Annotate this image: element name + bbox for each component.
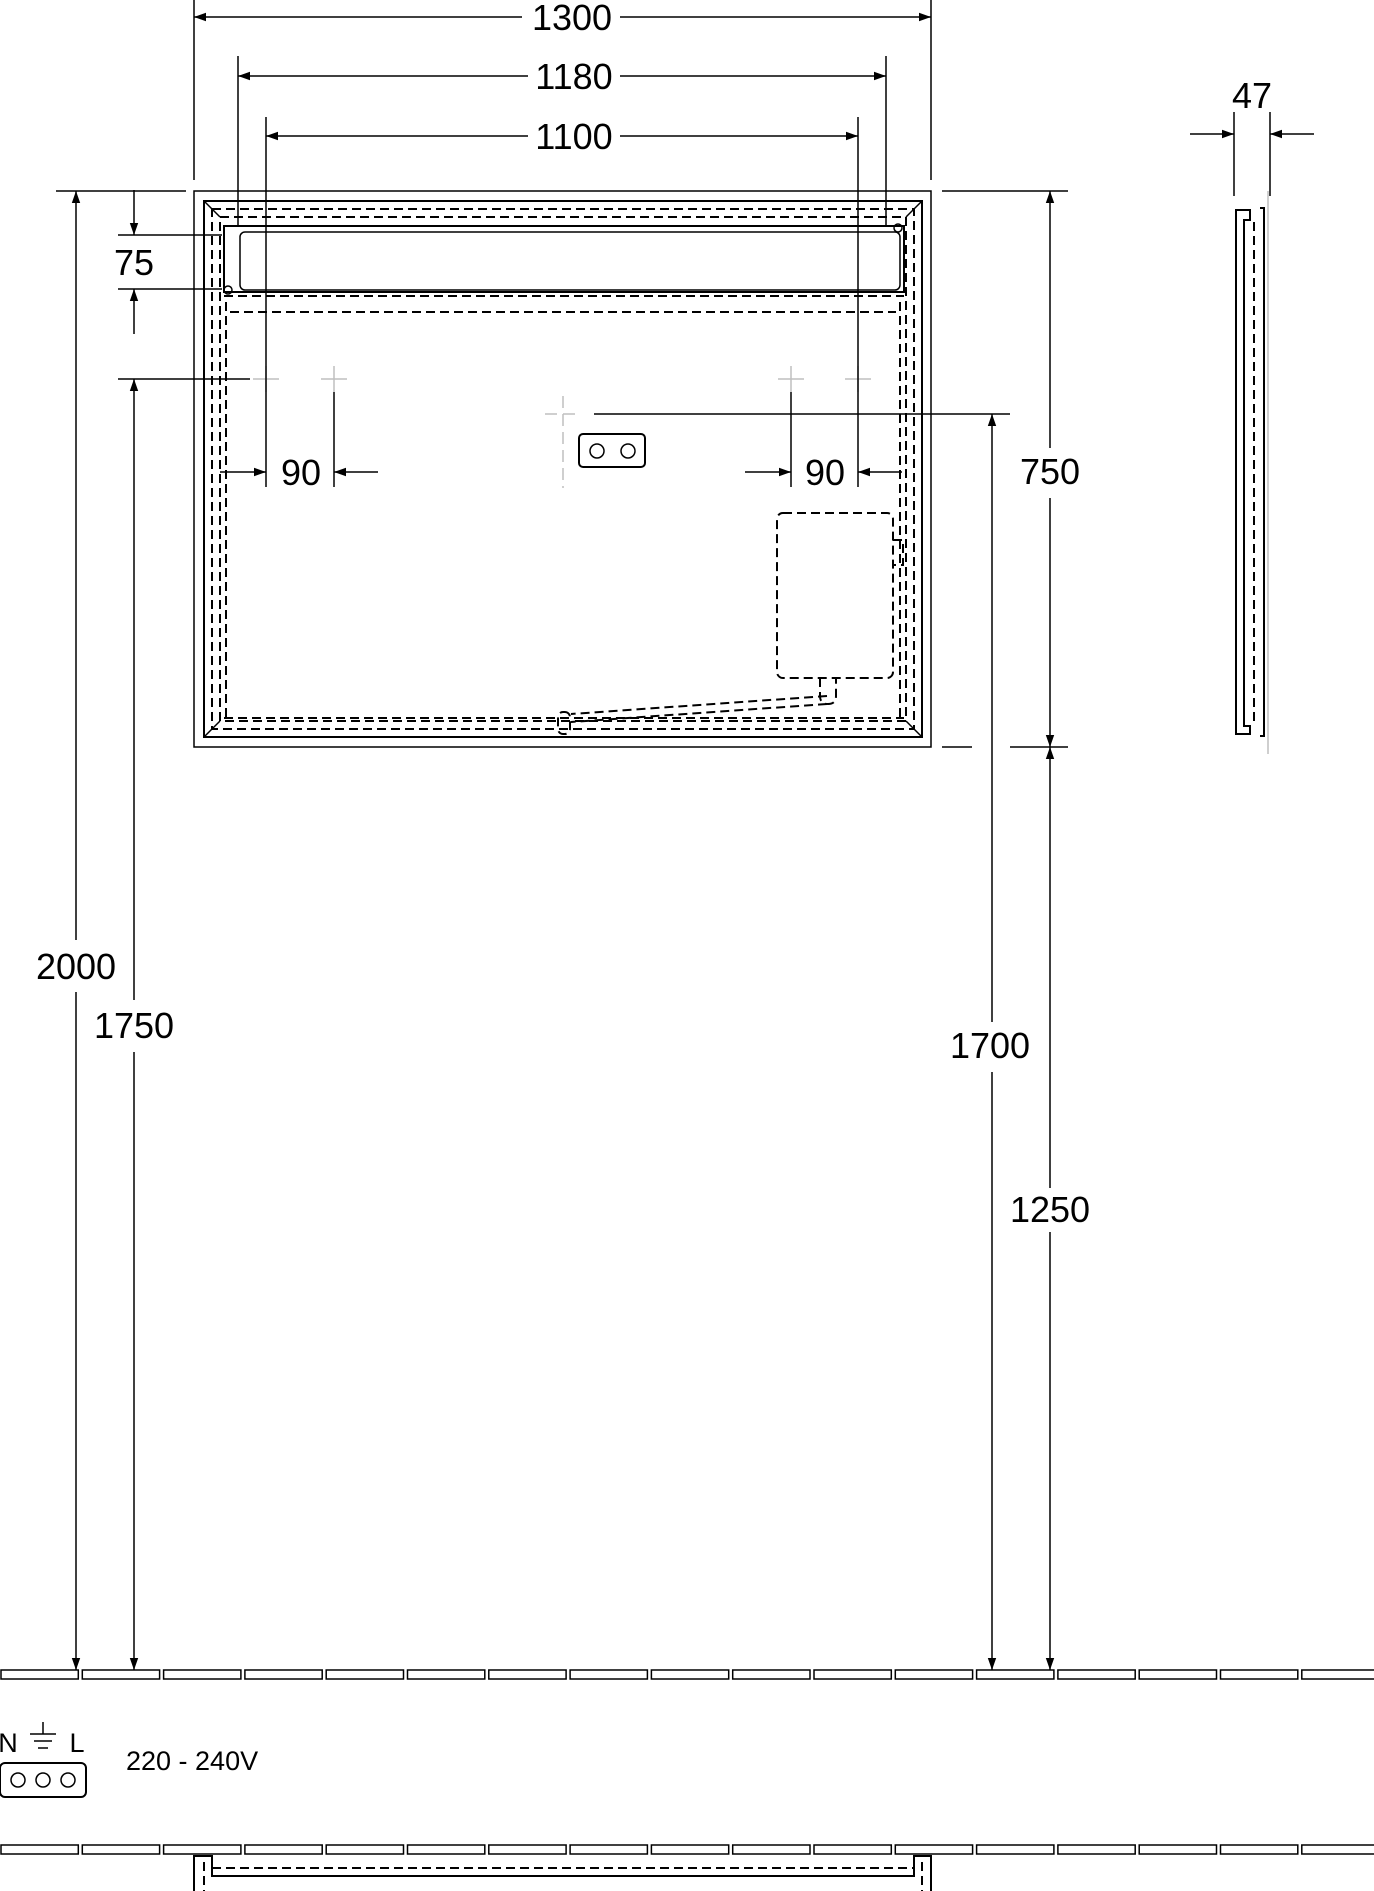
floor-tile [1138,1669,1218,1680]
width-inner-label: 1100 [535,116,612,157]
floor-tile [0,1669,80,1680]
electrical-connection: N L 220 - 240V [0,1722,258,1798]
height-bottom-label: 1250 [1010,1189,1090,1230]
bottom-floor-line [0,1844,1374,1855]
floor-tile [1301,1844,1374,1855]
floor-tile [894,1844,974,1855]
neutral-label: N [0,1728,18,1758]
floor-tile [1138,1844,1218,1855]
floor-line [0,1669,1374,1680]
floor-tile [406,1669,486,1680]
side-view: 47 [1190,75,1314,754]
height-top-label: 2000 [36,946,116,987]
top-band-label: 75 [114,242,154,283]
floor-tile [488,1844,567,1855]
right-height-dimensions: 750 1700 1250 [594,190,1090,1670]
floor-tile [1219,1844,1299,1855]
height-holes-label: 1750 [94,1005,174,1046]
hole-right-label: 90 [805,452,845,493]
floor-tile [1057,1669,1136,1680]
floor-tile [406,1844,486,1855]
floor-tile [569,1669,649,1680]
floor-tile [1057,1844,1136,1855]
floor-tile [569,1844,649,1855]
floor-tile [488,1669,567,1680]
terminal-block-icon [0,1762,87,1798]
floor-tile [162,1669,242,1680]
floor-tile [975,1844,1055,1855]
floor-tile [731,1669,811,1680]
height-socket-label: 1700 [950,1025,1030,1066]
mirror-front-view [193,190,932,748]
floor-tile [244,1844,323,1855]
left-height-dimensions: 2000 1750 [36,190,250,1670]
floor-tile [81,1669,161,1680]
floor-tile [813,1669,893,1680]
floor-tile [1301,1669,1374,1680]
floor-tile [894,1669,974,1680]
floor-tile [81,1844,161,1855]
floor-tile [0,1844,80,1855]
width-dimensions: 1300 1180 1100 [193,0,932,392]
voltage-label: 220 - 240V [126,1746,258,1776]
hole-spacing-dimensions: 90 90 [220,392,902,493]
ground-icon [30,1722,56,1749]
floor-tile [731,1844,811,1855]
height-mirror-label: 750 [1020,451,1080,492]
mirror-top-view [193,1855,932,1891]
top-band-dimension: 75 [114,190,222,334]
floor-tile [1219,1669,1299,1680]
floor-tile [813,1844,893,1855]
floor-tile [325,1669,405,1680]
hole-left-label: 90 [281,452,321,493]
width-total-label: 1300 [532,0,612,38]
floor-tile [975,1669,1055,1680]
floor-tile [162,1844,242,1855]
depth-label: 47 [1232,75,1272,116]
floor-tile [650,1844,730,1855]
width-mid-label: 1180 [535,56,612,97]
floor-tile [650,1669,730,1680]
live-label: L [69,1728,84,1758]
floor-tile [325,1844,405,1855]
floor-tile [244,1669,323,1680]
